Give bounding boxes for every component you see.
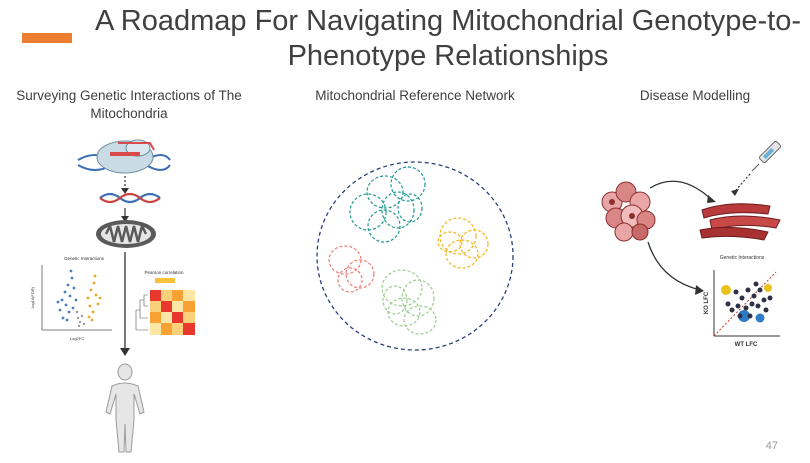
disease-modelling-workflow: Genetic Interactions WT LFC KO LFC xyxy=(601,141,781,348)
network-cluster-red xyxy=(328,245,375,293)
crispr-complex-icon xyxy=(77,139,171,174)
volcano-plot-title: Genetic Interactions xyxy=(64,256,105,261)
cell-cluster-icon xyxy=(601,181,656,242)
network-cluster-teal xyxy=(349,166,426,243)
syringe-icon xyxy=(751,141,781,172)
heatmap-title: Pearson correlation xyxy=(144,270,184,275)
volcano-y-label: -log10(FDR) xyxy=(30,286,35,309)
network-cluster-yellow xyxy=(437,217,489,269)
scatter-y-label: KO LFC xyxy=(704,291,710,314)
section-heading-disease-modelling: Disease Modelling xyxy=(639,88,751,103)
network-cluster-green xyxy=(381,269,437,335)
correlation-heatmap: Pearson correlation xyxy=(135,270,195,335)
slide-number: 47 xyxy=(765,440,778,452)
mitochondrial-reference-network xyxy=(316,161,514,351)
mitochondrion-icon xyxy=(96,220,156,248)
volcano-plot: Genetic Interactions Log2FC -log10(FDR) xyxy=(30,256,112,341)
network-outline xyxy=(316,161,514,351)
dna-helix-icon xyxy=(99,192,161,204)
volcano-x-label: Log2FC xyxy=(70,336,84,341)
section-heading-genetic-interactions: Surveying Genetic Interactions of The Mi… xyxy=(16,88,242,121)
title-accent-bar xyxy=(22,33,72,43)
scatter-x-label: WT LFC xyxy=(735,342,758,348)
muscle-fibres-icon xyxy=(699,203,781,241)
genetic-interaction-scatter: Genetic Interactions WT LFC KO LFC xyxy=(704,255,780,348)
scatter-title: Genetic Interactions xyxy=(720,255,765,261)
genetic-interaction-workflow: Genetic Interactions Log2FC -log10(FDR) … xyxy=(30,139,195,453)
human-figure-icon xyxy=(105,363,145,453)
section-heading-reference-network: Mitochondrial Reference Network xyxy=(315,88,515,103)
slide-title: A Roadmap For Navigating Mitochondrial G… xyxy=(94,5,802,72)
